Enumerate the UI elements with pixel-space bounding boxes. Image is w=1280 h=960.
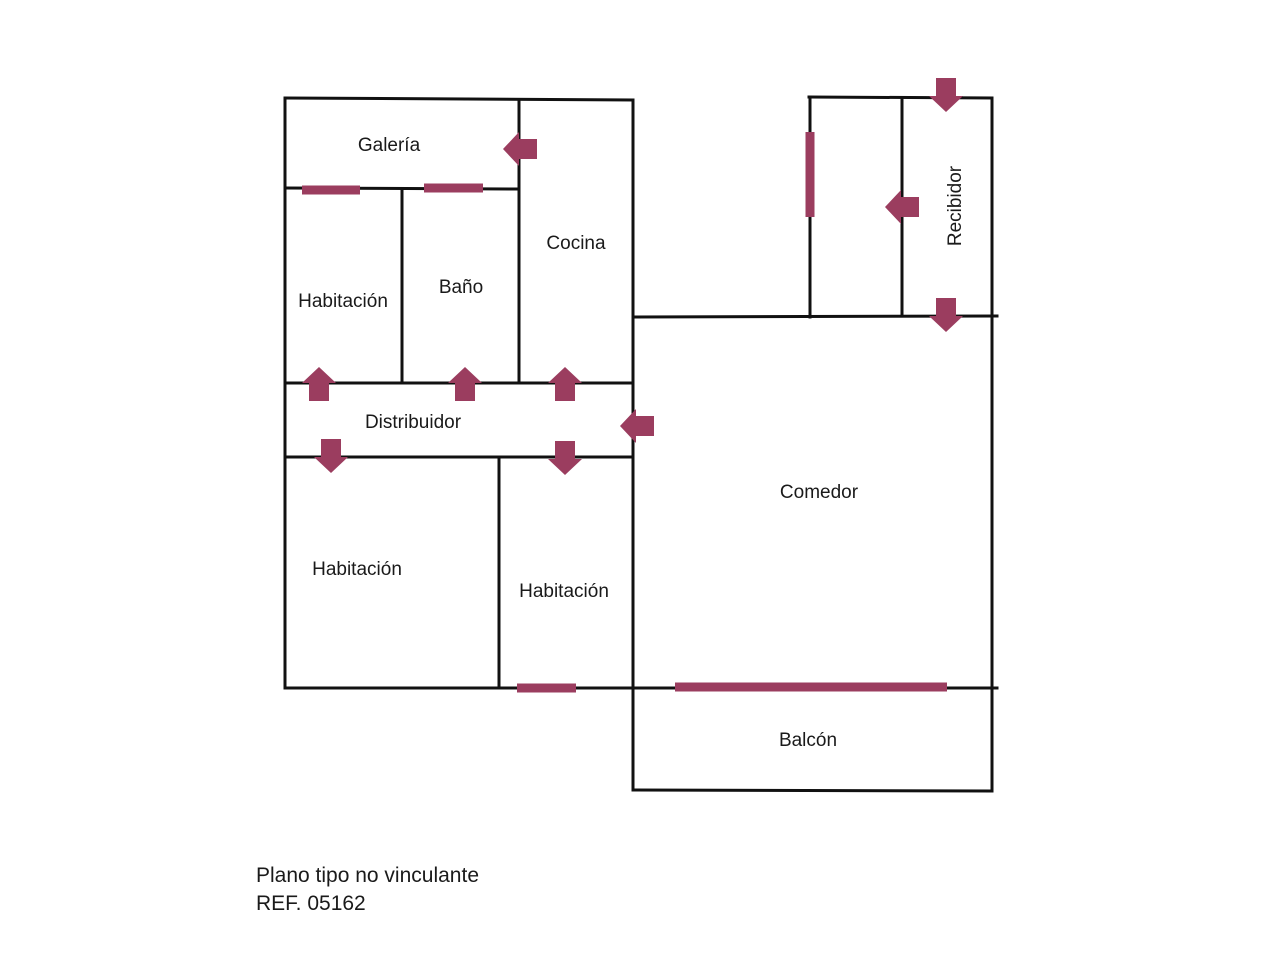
- room-label-habitacion: Habitación: [298, 291, 388, 312]
- door-arrow-icon: [302, 367, 336, 401]
- room-labels: Galería Cocina Habitación Baño Distribui…: [298, 135, 966, 751]
- room-label-habitacion: Habitación: [312, 559, 402, 580]
- door-arrows: [302, 78, 963, 475]
- door-arrow-icon: [885, 190, 919, 224]
- room-label-habitacion: Habitación: [519, 581, 609, 602]
- room-label-cocina: Cocina: [546, 233, 606, 254]
- door-arrow-icon: [503, 132, 537, 166]
- door-arrow-icon: [929, 298, 963, 332]
- door-arrow-icon: [314, 439, 348, 473]
- room-label-comedor: Comedor: [780, 482, 859, 503]
- room-label-balcon: Balcón: [779, 730, 837, 751]
- door-arrow-icon: [929, 78, 963, 112]
- door-arrow-icon: [548, 367, 582, 401]
- wall: [283, 96, 635, 102]
- door-arrow-icon: [548, 441, 582, 475]
- wall: [631, 788, 994, 793]
- windows: [302, 132, 947, 693]
- room-label-bano: Baño: [439, 277, 483, 298]
- plan-footer: Plano tipo no vinculante REF. 05162: [256, 862, 479, 918]
- room-label-recibidor: Recibidor: [945, 165, 966, 246]
- disclaimer-text: Plano tipo no vinculante: [256, 864, 479, 887]
- door-arrow-icon: [448, 367, 482, 401]
- door-arrow-icon: [620, 409, 654, 443]
- reference-number: REF. 05162: [256, 892, 366, 915]
- room-label-galeria: Galería: [358, 135, 421, 156]
- room-label-distribuidor: Distribuidor: [365, 412, 462, 433]
